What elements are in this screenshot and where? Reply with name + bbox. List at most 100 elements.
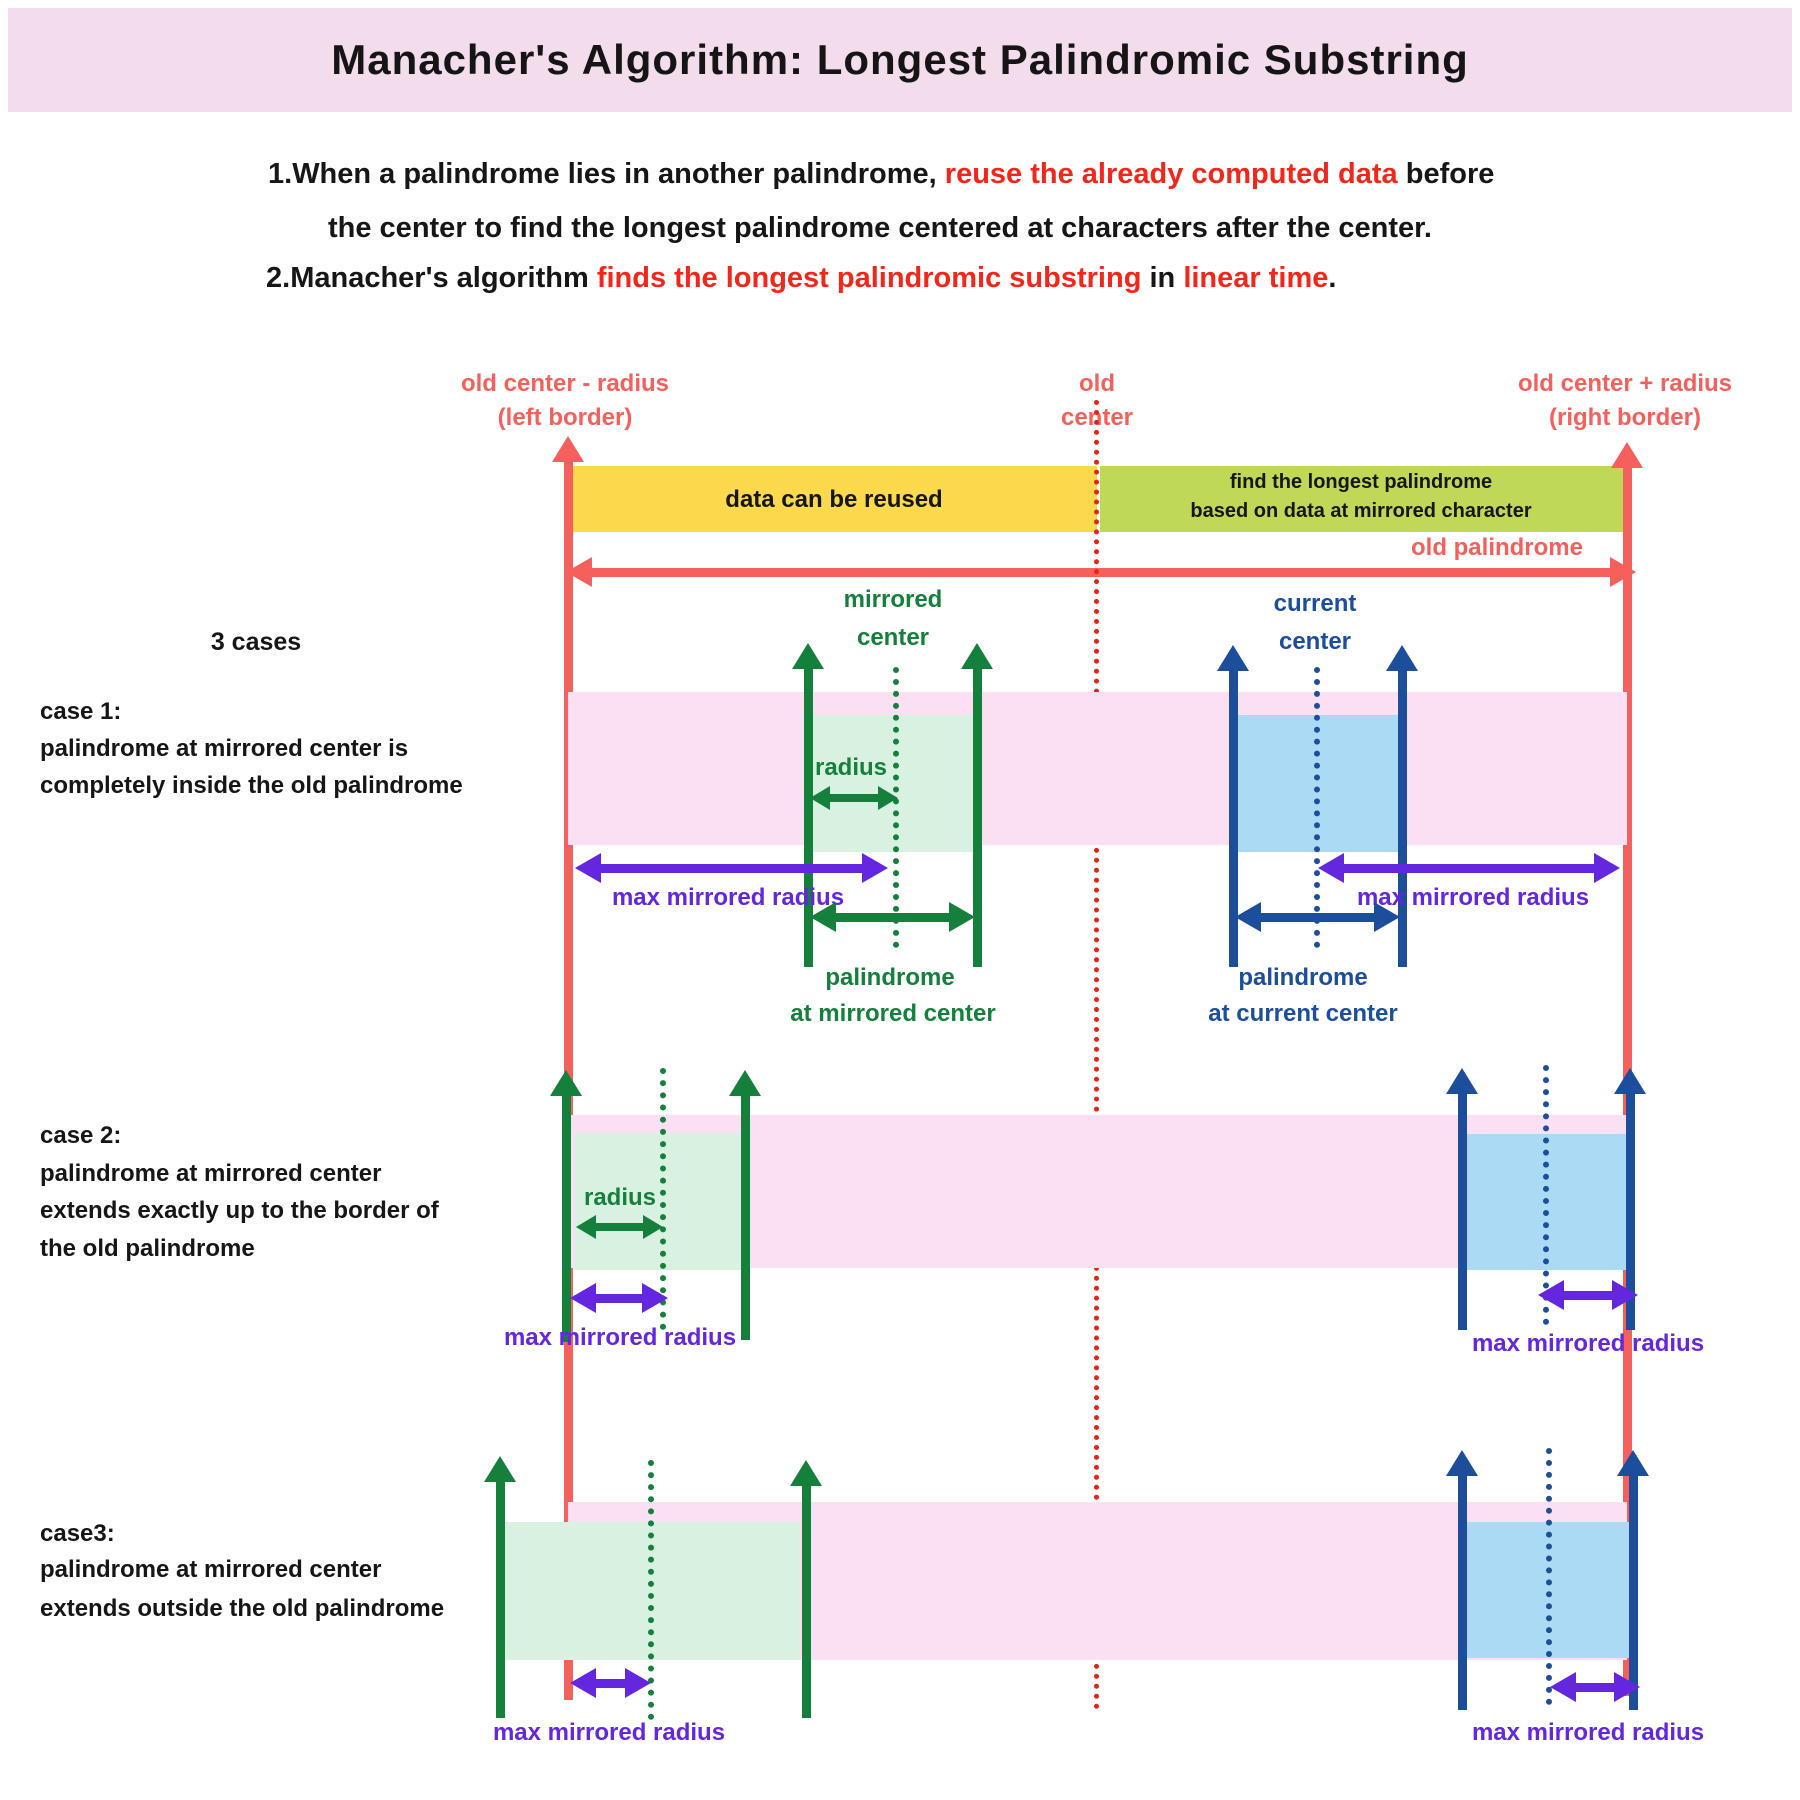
case2-mirrored-left-arrow: [562, 1092, 571, 1342]
case2-desc-line-3: the old palindrome: [40, 1235, 255, 1262]
header-band: Manacher's Algorithm: Longest Palindromi…: [8, 8, 1792, 112]
left-border-label-line-2: (left border): [497, 404, 633, 431]
case1-title: case 1:: [40, 698, 122, 725]
old-center-label-line-1: old: [1079, 370, 1115, 397]
case3-current-left-arrow: [1458, 1472, 1467, 1710]
case1-max-mirrored-right-arrowhead-left: [1318, 853, 1344, 883]
case3-max-mirrored-label-left: max mirrored radius: [492, 1719, 726, 1746]
case2-max-mirrored-arrow-right: [1560, 1291, 1616, 1300]
case2-max-mirrored-label-right: max mirrored radius: [1471, 1330, 1705, 1357]
case2-title: case 2:: [40, 1122, 122, 1149]
case1-mirrored-palindrome-arrowhead-right: [949, 902, 975, 932]
case2-max-mirrored-left-arrowhead-left: [570, 1283, 596, 1313]
data-reuse-bar: [571, 466, 1097, 532]
case2-current-right-arrowhead: [1614, 1068, 1646, 1094]
case3-mirrored-left-arrowhead: [484, 1456, 516, 1482]
case1-max-mirrored-left-arrowhead-right: [862, 853, 888, 883]
case3-max-mirrored-label-right: max mirrored radius: [1471, 1719, 1705, 1746]
old-center-line: [1094, 400, 1099, 1710]
case3-max-mirrored-right-arrowhead-left: [1550, 1672, 1576, 1702]
case1-mirrored-right-arrow: [973, 665, 982, 967]
intro-item-2-seg-red-1: finds the longest palindromic substring: [596, 262, 1142, 294]
case1-current-left-arrowhead: [1217, 645, 1249, 671]
case2-radius-arrowhead-right: [643, 1215, 663, 1239]
cases-heading: 3 cases: [210, 628, 302, 656]
intro-item-2: 2.Manacher's algorithm finds the longest…: [266, 262, 1336, 295]
intro-item-1-seg-1: When a palindrome lies in another palind…: [292, 158, 945, 190]
case1-mirrored-left-arrowhead: [792, 643, 824, 669]
case2-mirrored-right-arrowhead: [729, 1070, 761, 1096]
case2-current-right-arrow: [1626, 1090, 1635, 1330]
case1-max-mirrored-arrow-left: [597, 864, 866, 873]
case2-mirrored-left-arrowhead: [550, 1070, 582, 1096]
intro-item-2-seg-red-2: linear time: [1183, 262, 1329, 294]
intro-item-1-line-2: the center to find the longest palindrom…: [328, 212, 1432, 244]
case1-max-mirrored-left-arrowhead-left: [575, 853, 601, 883]
case1-mirrored-right-arrowhead: [961, 643, 993, 669]
case3-max-mirrored-right-arrowhead-right: [1614, 1672, 1640, 1702]
case1-palindrome-current-label-line-2: at current center: [1208, 1000, 1398, 1027]
case1-mirrored-palindrome-arrowhead-left: [810, 902, 836, 932]
case3-mirrored-center-line: [648, 1460, 654, 1720]
case1-radius-arrow: [826, 794, 882, 802]
case1-palindrome-current-label-line-1: palindrome: [1238, 964, 1368, 991]
right-border-arrowhead: [1611, 442, 1643, 468]
case3-max-mirrored-left-arrowhead-right: [625, 1668, 651, 1698]
case3-mirrored-right-arrow: [802, 1482, 811, 1718]
find-bar-label-line-1: find the longest palindrome: [1229, 471, 1493, 493]
case2-max-mirrored-right-arrowhead-left: [1538, 1280, 1564, 1310]
case2-desc-line-2: extends exactly up to the border of: [40, 1197, 439, 1224]
case2-current-left-arrowhead: [1446, 1068, 1478, 1094]
case1-current-palindrome-arrowhead-right: [1374, 902, 1400, 932]
right-border-label-line-2: (right border): [1549, 404, 1701, 431]
intro-item-1-line-1: 1.When a palindrome lies in another pali…: [268, 158, 1494, 191]
case1-palindrome-mirrored-label-line-2: at mirrored center: [790, 1000, 996, 1027]
case1-desc-line-1: palindrome at mirrored center is: [40, 735, 409, 762]
case2-radius-label: radius: [583, 1184, 657, 1211]
case1-max-mirrored-label-left: max mirrored radius: [611, 884, 845, 911]
case2-mirrored-right-arrow: [741, 1092, 750, 1340]
case1-mirrored-left-arrow: [804, 665, 813, 967]
case1-radius-label: radius: [814, 754, 888, 781]
case3-max-mirrored-arrow-right: [1572, 1683, 1618, 1692]
case1-current-center-label-line-2: center: [1278, 628, 1352, 655]
case2-mirrored-palindrome-box: [574, 1133, 743, 1270]
intro-item-2-number: 2.: [266, 262, 291, 294]
case2-radius-arrow: [592, 1223, 647, 1231]
data-reuse-bar-label: data can be reused: [725, 486, 943, 513]
case1-current-center-label-line-1: current: [1273, 590, 1357, 617]
case1-palindrome-mirrored-label-line-1: palindrome: [825, 964, 955, 991]
case1-current-palindrome-arrowhead-left: [1235, 902, 1261, 932]
case3-desc-line-1: palindrome at mirrored center: [40, 1556, 382, 1583]
case3-max-mirrored-left-arrowhead-left: [570, 1668, 596, 1698]
case3-max-mirrored-arrow-left: [592, 1679, 629, 1688]
intro-item-2-seg-1: Manacher's algorithm: [290, 262, 597, 294]
case3-desc-line-2: extends outside the old palindrome: [40, 1595, 445, 1622]
case1-radius-arrowhead-left: [810, 786, 830, 810]
case2-max-mirrored-label-left: max mirrored radius: [503, 1324, 737, 1351]
case1-current-right-arrow: [1398, 667, 1407, 967]
case3-title: case3:: [40, 1520, 115, 1547]
intro-item-1-number: 1.: [268, 158, 293, 190]
case1-desc-line-2: completely inside the old palindrome: [40, 772, 463, 799]
case1-mirrored-palindrome-box: [812, 715, 973, 852]
case2-desc-line-1: palindrome at mirrored center: [40, 1160, 382, 1187]
case3-mirrored-left-arrow: [496, 1478, 505, 1718]
case1-radius-arrowhead-right: [878, 786, 898, 810]
page-title: Manacher's Algorithm: Longest Palindromi…: [331, 36, 1469, 83]
case1-max-mirrored-right-arrowhead-right: [1594, 853, 1620, 883]
case1-mirrored-center-label-line-1: mirrored: [843, 586, 943, 613]
right-border-label-line-1: old center + radius: [1517, 370, 1733, 397]
intro-item-1-seg-3: before: [1397, 158, 1495, 190]
case2-max-mirrored-left-arrowhead-right: [642, 1283, 668, 1313]
find-palindrome-bar: [1100, 466, 1623, 532]
case2-radius-arrowhead-left: [576, 1215, 596, 1239]
case1-max-mirrored-arrow-right: [1340, 864, 1598, 873]
old-palindrome-label: old palindrome: [1410, 534, 1583, 561]
case3-mirrored-right-arrowhead: [790, 1460, 822, 1486]
intro-item-2-seg-5: .: [1328, 262, 1337, 294]
case2-current-left-arrow: [1458, 1090, 1467, 1330]
case3-current-center-line: [1546, 1448, 1552, 1705]
case1-current-right-arrowhead: [1386, 645, 1418, 671]
